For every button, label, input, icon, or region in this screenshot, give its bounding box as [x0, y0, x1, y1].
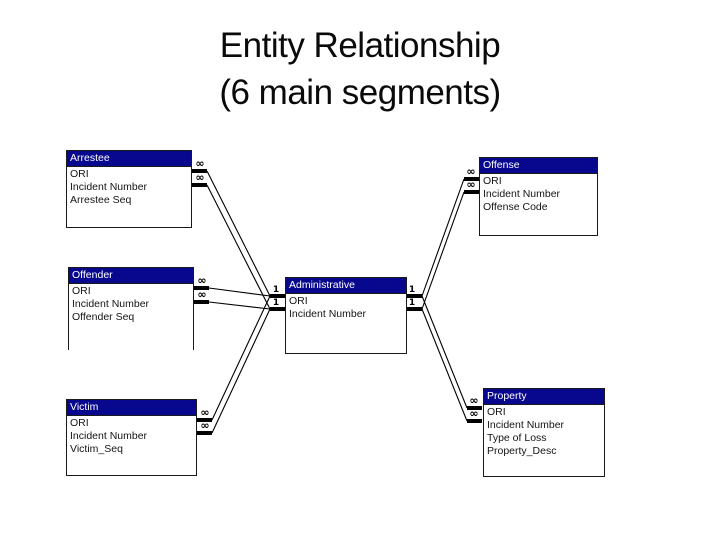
- title-line-1: Entity Relationship: [219, 26, 501, 65]
- field-ori: ORI: [70, 168, 89, 180]
- field-victim-seq: Victim_Seq: [70, 443, 123, 455]
- connector-offense-incident: [421, 191, 465, 310]
- field-incident-number: Incident Number: [72, 298, 150, 310]
- many-cardinality-symbol: ∞: [469, 407, 478, 420]
- slide-title: Entity Relationship (6 main segments): [0, 22, 720, 116]
- one-cardinality-label: 1: [409, 298, 415, 308]
- field-ori: ORI: [483, 175, 502, 187]
- title-line-2: (6 main segments): [219, 73, 501, 112]
- entity-property-header: Property: [484, 389, 604, 405]
- connector-victim-ori: [211, 295, 271, 421]
- entity-offense: Offense ORI Incident Number Offense Code: [479, 157, 598, 236]
- cardinality-bar-offense-incident: [464, 190, 479, 194]
- many-cardinality-symbol: ∞: [195, 157, 204, 170]
- many-cardinality-symbol: ∞: [200, 419, 209, 432]
- cardinality-bar-property-incident: [467, 419, 482, 423]
- field-property-desc: Property_Desc: [487, 445, 557, 457]
- many-cardinality-symbol: ∞: [466, 165, 475, 178]
- field-ori: ORI: [487, 406, 506, 418]
- many-cardinality-symbol: ∞: [195, 171, 204, 184]
- field-incident-number: Incident Number: [70, 181, 148, 193]
- field-offender-seq: Offender Seq: [72, 311, 135, 323]
- field-incident-number: Incident Number: [289, 308, 367, 320]
- field-ori: ORI: [72, 285, 91, 297]
- one-cardinality-label: 1: [273, 298, 279, 308]
- connector-property-ori: [421, 295, 468, 409]
- many-cardinality-symbol: ∞: [197, 274, 206, 287]
- connector-victim-incident: [211, 308, 271, 434]
- entity-offense-header: Offense: [480, 158, 597, 174]
- many-cardinality-symbol: ∞: [197, 288, 206, 301]
- one-cardinality-label: 1: [273, 285, 279, 295]
- connector-offender-incident: [208, 301, 271, 310]
- entity-offender: Offender ORI Incident Number Offender Se…: [68, 267, 194, 350]
- cardinality-bar-admin-left-incident: [270, 307, 285, 311]
- field-type-of-loss: Type of Loss: [487, 432, 547, 444]
- field-incident-number: Incident Number: [483, 188, 561, 200]
- connector-property-incident: [421, 308, 468, 422]
- entity-victim: Victim ORI Incident Number Victim_Seq: [66, 399, 197, 476]
- field-arrestee-seq: Arrestee Seq: [70, 194, 132, 206]
- field-incident-number: Incident Number: [487, 419, 565, 431]
- cardinality-bar-admin-right-incident: [407, 307, 422, 311]
- cardinality-bar-offender-ori: [194, 286, 209, 290]
- cardinality-bar-offense-ori: [464, 177, 479, 181]
- cardinality-bar-admin-left-ori: [270, 294, 285, 298]
- entity-arrestee: Arrestee ORI Incident Number Arrestee Se…: [66, 150, 192, 228]
- entity-offender-header: Offender: [69, 268, 193, 284]
- field-ori: ORI: [289, 295, 308, 307]
- entity-administrative: Administrative ORI Incident Number: [285, 277, 407, 354]
- entity-property: Property ORI Incident Number Type of Los…: [483, 388, 605, 477]
- entity-victim-header: Victim: [67, 400, 196, 416]
- field-offense-code: Offense Code: [483, 201, 548, 213]
- many-cardinality-symbol: ∞: [469, 394, 478, 407]
- cardinality-bar-arrestee-ori: [192, 169, 207, 173]
- one-cardinality-label: 1: [409, 285, 415, 295]
- entity-arrestee-header: Arrestee: [67, 151, 191, 167]
- cardinality-bar-arrestee-incident: [192, 183, 207, 187]
- cardinality-bar-offender-incident: [194, 300, 209, 304]
- connector-arrestee-ori: [206, 170, 271, 297]
- connector-offender-ori: [208, 287, 271, 297]
- cardinality-bar-property-ori: [467, 406, 482, 410]
- field-incident-number: Incident Number: [70, 430, 148, 442]
- entity-administrative-header: Administrative: [286, 278, 406, 294]
- field-ori: ORI: [70, 417, 89, 429]
- connector-arrestee-incident: [206, 184, 271, 310]
- cardinality-bar-victim-ori: [197, 418, 212, 422]
- many-cardinality-symbol: ∞: [466, 178, 475, 191]
- cardinality-bar-admin-right-ori: [407, 294, 422, 298]
- connector-offense-ori: [421, 178, 465, 297]
- many-cardinality-symbol: ∞: [200, 406, 209, 419]
- cardinality-bar-victim-incident: [197, 431, 212, 435]
